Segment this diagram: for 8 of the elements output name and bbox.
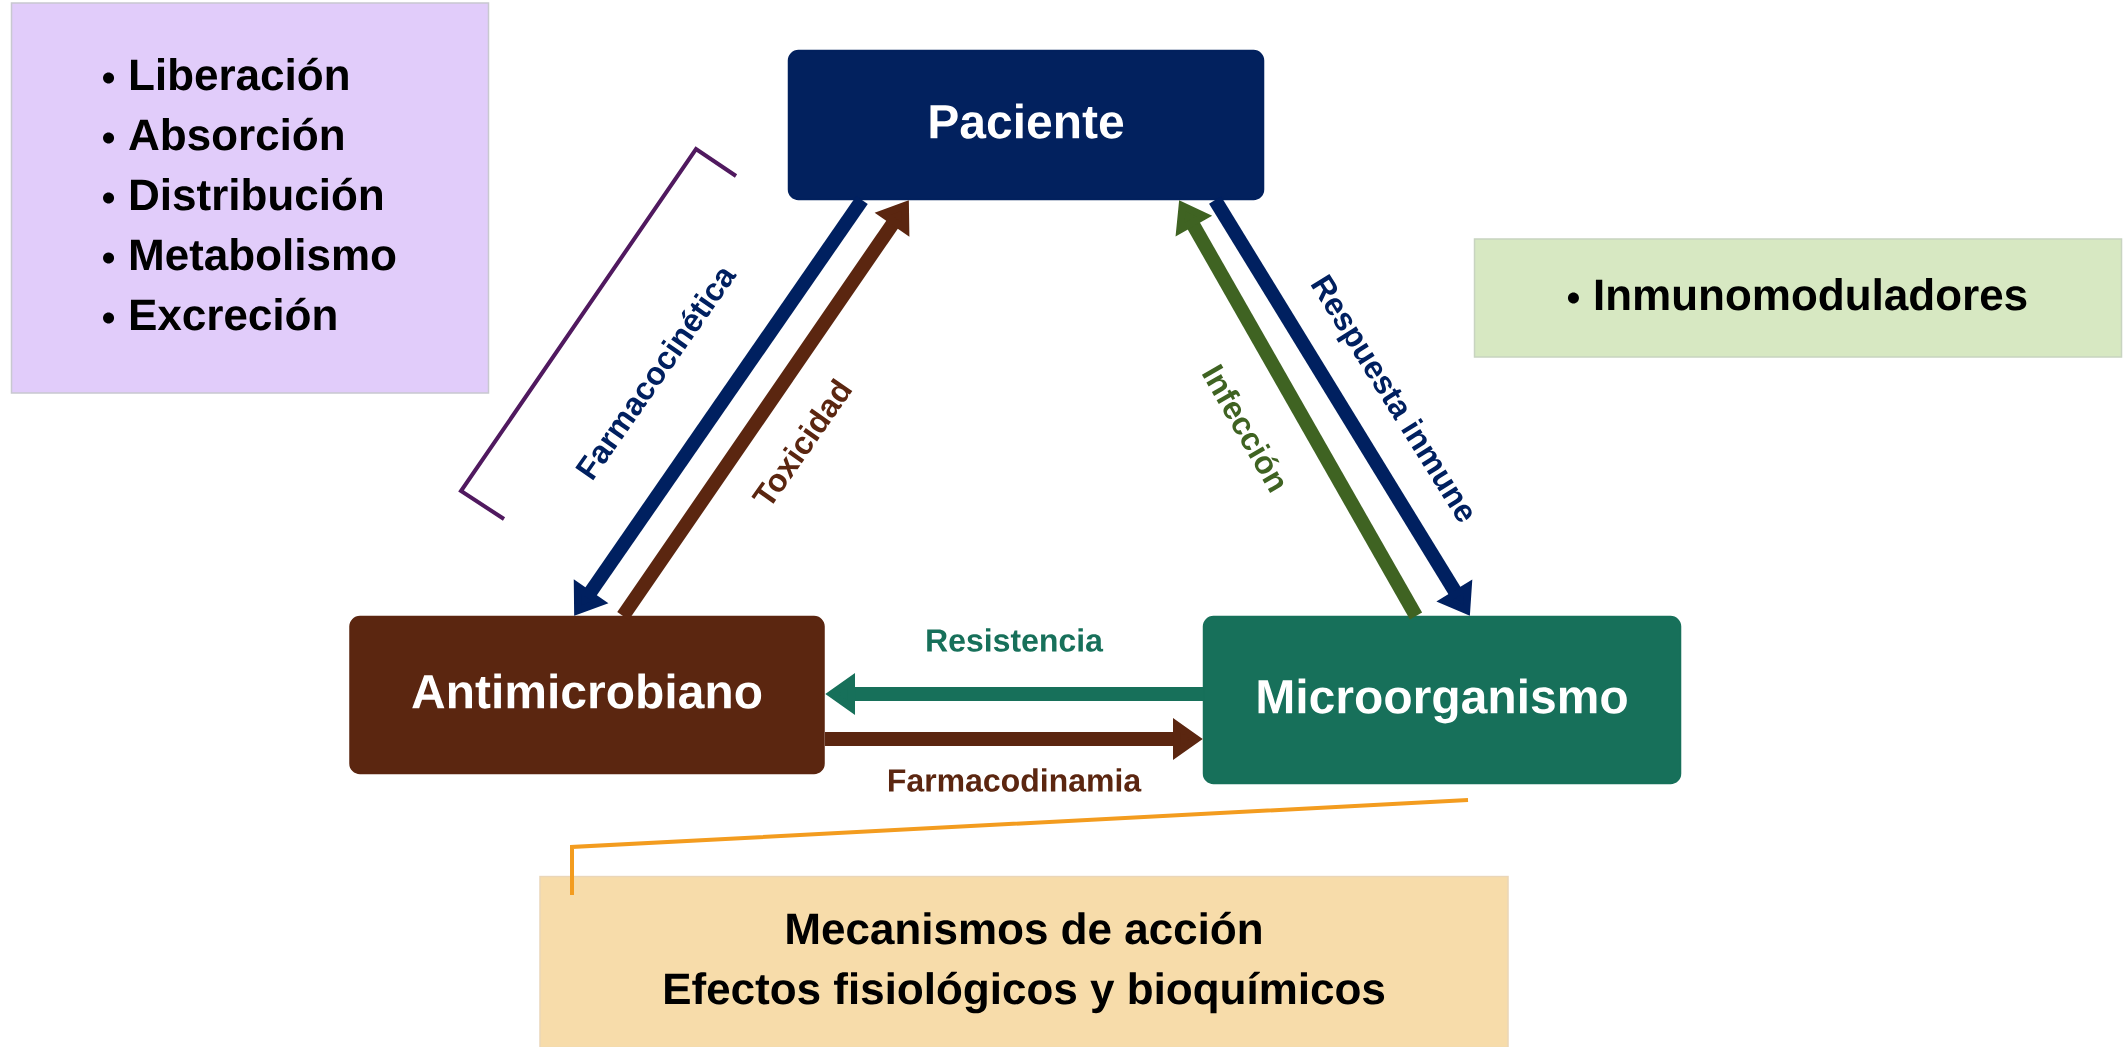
text-box: Liberación Absorción Distribución Metabolismo Excreción xyxy=(10,2,490,394)
process-box: Antimicrobiano xyxy=(349,615,825,775)
text-box: Mecanismos de acción Efectos fisiológicos y bioquímicos xyxy=(539,875,1509,1047)
text-box: Inmunomoduladores xyxy=(1473,238,2123,358)
process-box: Paciente xyxy=(787,49,1265,201)
edge-label: Farmacodinamia xyxy=(884,766,1144,794)
edge-label: Resistencia xyxy=(923,626,1105,654)
process-box: Microorganismo xyxy=(1202,615,1682,785)
